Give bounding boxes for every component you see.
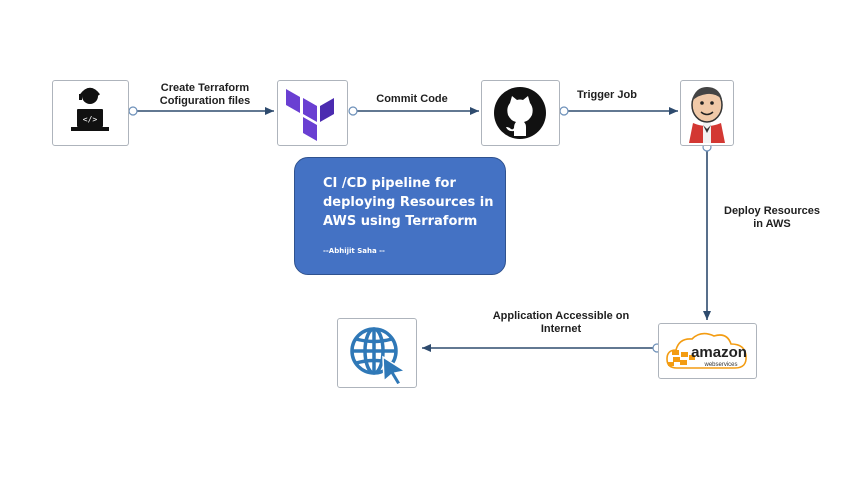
node-internet bbox=[337, 318, 417, 388]
note-author: --Abhijit Saha -- bbox=[323, 247, 385, 255]
label-app-accessible: Application Accessible on Internet bbox=[480, 310, 642, 336]
port-developer bbox=[128, 106, 138, 116]
label-create-config: Create Terraform Cofiguration files bbox=[145, 82, 265, 108]
label-deploy-resources: Deploy Resources in AWS bbox=[712, 205, 832, 231]
title-note-box: CI /CD pipeline for deploying Resources … bbox=[294, 157, 506, 275]
label-deploy-resources-line2: in AWS bbox=[753, 218, 791, 230]
node-terraform bbox=[277, 80, 348, 146]
label-deploy-resources-line1: Deploy Resources bbox=[724, 205, 820, 217]
aws-logo-icon: amazon webservices bbox=[666, 332, 747, 369]
label-commit-code-line1: Commit Code bbox=[376, 93, 448, 105]
note-line2: deploying Resources in bbox=[323, 195, 494, 210]
label-app-accessible-line1: Application Accessible on bbox=[492, 310, 630, 322]
label-commit-code: Commit Code bbox=[360, 93, 464, 106]
svg-text:</>: </> bbox=[83, 115, 98, 124]
node-developer: </> bbox=[52, 80, 129, 146]
note-line1: CI /CD pipeline for bbox=[323, 176, 456, 191]
label-trigger-job-line1: Trigger Job bbox=[577, 89, 637, 101]
port-terraform bbox=[348, 106, 358, 116]
label-create-config-line2: Cofiguration files bbox=[159, 95, 251, 107]
label-create-config-line1: Create Terraform bbox=[160, 82, 250, 94]
github-logo-icon bbox=[494, 87, 546, 139]
developer-laptop-icon: </> bbox=[71, 87, 109, 131]
node-jenkins bbox=[680, 80, 734, 146]
aws-logo-text: amazon bbox=[691, 344, 747, 361]
label-trigger-job: Trigger Job bbox=[560, 89, 654, 102]
terraform-logo-icon bbox=[286, 89, 334, 141]
jenkins-logo-icon bbox=[689, 87, 725, 143]
label-app-accessible-line2: Internet bbox=[540, 323, 582, 335]
node-aws: amazon webservices bbox=[658, 323, 757, 379]
port-github bbox=[559, 106, 569, 116]
node-github bbox=[481, 80, 560, 146]
note-line3: AWS using Terraform bbox=[323, 214, 478, 229]
globe-cursor-icon bbox=[350, 327, 407, 386]
aws-logo-subtext: webservices bbox=[703, 362, 737, 368]
